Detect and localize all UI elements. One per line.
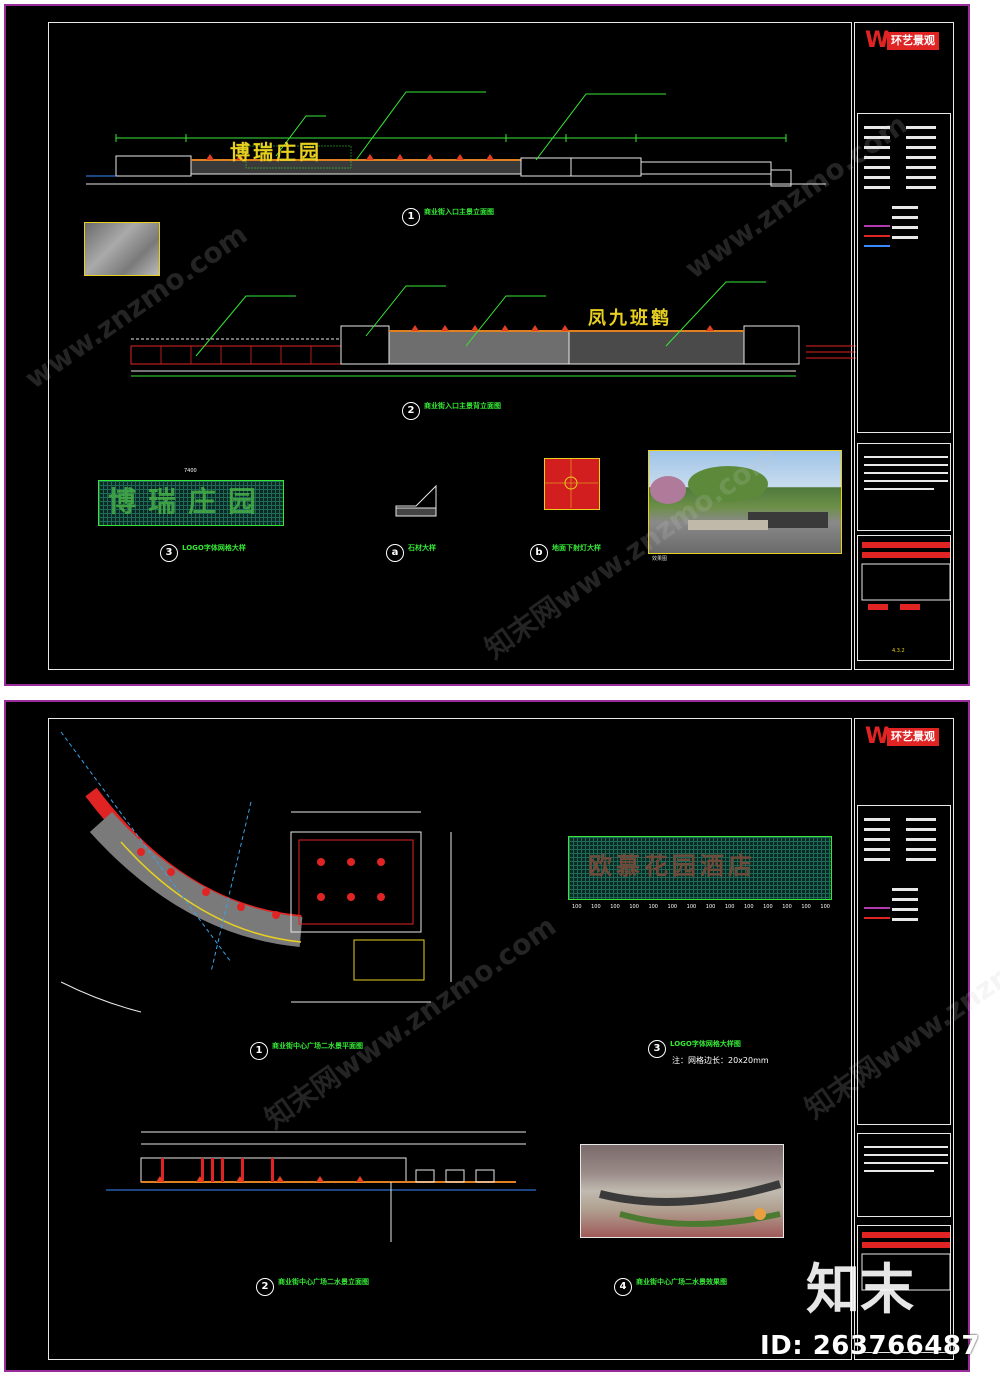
grid-dim: 100: [705, 904, 716, 910]
grid-dim: 100: [667, 904, 678, 910]
company-logo: W 环艺景观: [865, 725, 939, 749]
logo-mark-icon: W: [865, 28, 890, 53]
title-block-info: [857, 1225, 951, 1353]
view-number-s2-1: 1: [250, 1042, 268, 1060]
view-title-b: 地面下射灯大样: [552, 544, 601, 552]
uplight-detail-b: [544, 458, 600, 510]
view-number-s2-3: 3: [648, 1040, 666, 1058]
image-id-label: ID: 263766487: [760, 1331, 981, 1361]
view-title-s2-3: LOGO字体网格大样图: [670, 1040, 741, 1048]
view-number-1: 1: [402, 208, 420, 226]
grid-dim: 100: [629, 904, 639, 910]
drawing-sheet-1: 博瑞庄园 1 商业街入口主景立面图: [4, 4, 970, 686]
grid-dim: 100: [572, 904, 582, 910]
grid-dim: 100: [724, 904, 735, 910]
elevation-1-drawing: [86, 91, 826, 187]
view-number-a: a: [386, 544, 404, 562]
view-title-s2-1: 商业街中心广场二水景平面图: [272, 1042, 363, 1050]
stone-texture-image: [84, 222, 160, 276]
logo-text: 环艺景观: [887, 32, 939, 50]
logo-text: 环艺景观: [887, 728, 939, 746]
sign-text-elevation-1: 博瑞庄园: [230, 140, 322, 164]
view-title-s2-2: 商业街中心广场二水景立面图: [278, 1278, 369, 1286]
grid-dim: 100: [763, 904, 773, 910]
view-number-2: 2: [402, 402, 420, 420]
grid-dim: 100: [610, 904, 620, 910]
brand-watermark: 知末: [806, 1258, 914, 1321]
stone-detail-a: [395, 484, 437, 517]
grid-dim: 100: [648, 904, 658, 910]
render-photo-caption: 效果图: [652, 556, 668, 562]
logo-grid-detail: [98, 480, 284, 526]
grid-note: 注：网格边长：20x20mm: [672, 1056, 769, 1065]
title-block-notes: [857, 1133, 951, 1217]
view-number-b: b: [530, 544, 548, 562]
sheet-number: 4.3.2: [892, 648, 905, 654]
title-block-notes: [857, 443, 951, 531]
title-block: W 环艺景观: [854, 718, 954, 1360]
render-photo-details: [650, 466, 828, 530]
grid-dim: 100: [591, 904, 601, 910]
grid-dim: 100: [820, 904, 830, 910]
logo-grid-text: 博瑞庄园: [108, 485, 269, 518]
view-title-1: 商业街入口主景立面图: [424, 208, 494, 216]
elevation-2-drawing: [130, 281, 856, 377]
logo-mark-icon: W: [865, 724, 890, 749]
logo-grid-detail-2: [568, 836, 832, 900]
grid-dim: 100: [686, 904, 697, 910]
render-photo-plaza-details: [599, 1180, 782, 1227]
uplight-detail-circle: [544, 458, 598, 508]
view-title-a: 石材大样: [408, 544, 436, 552]
grid-dim: 100: [782, 904, 792, 910]
logo-grid-dim: 7400: [184, 468, 197, 474]
grid-dimension-row: 100 100 100 100 100 100 100 100 100 100 …: [572, 904, 830, 910]
logo-grid-text-2: 欧慕花园酒店: [588, 852, 756, 880]
title-block-legend: [857, 113, 951, 433]
company-logo: W 环艺景观: [865, 29, 939, 53]
drawing-sheet-2: 1 商业街中心广场二水景平面图 欧慕花园酒店 100 100 100 100 1…: [4, 700, 970, 1372]
title-block-info: 4.3.2: [857, 535, 951, 661]
drawing-frame: [48, 718, 852, 1360]
render-photo-entrance: [648, 450, 842, 554]
plaza-elevation-drawing: [106, 1131, 536, 1242]
plaza-plan-drawing: [60, 731, 452, 1013]
view-number-s2-4: 4: [614, 1278, 632, 1296]
title-block: W 环艺景观: [854, 22, 954, 670]
view-title-3: LOGO字体网格大样: [182, 544, 246, 552]
sign-text-elevation-2: 凤九班鹤: [588, 308, 672, 329]
view-title-s2-4: 商业街中心广场二水景效果图: [636, 1278, 727, 1286]
view-number-s2-2: 2: [256, 1278, 274, 1296]
view-number-3: 3: [160, 544, 178, 562]
title-block-legend: [857, 805, 951, 1125]
grid-dim: 100: [801, 904, 811, 910]
view-title-2: 商业街入口主景背立面图: [424, 402, 501, 410]
grid-dim: 100: [743, 904, 754, 910]
